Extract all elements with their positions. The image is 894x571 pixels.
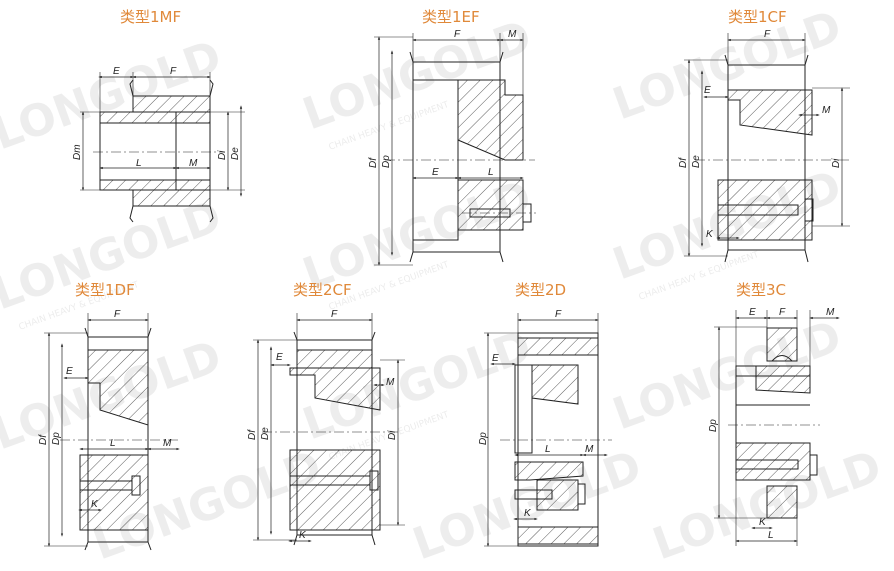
dimension-label: Dp <box>708 419 719 432</box>
drawing-title: 类型2D <box>515 281 566 299</box>
dimension-label: Df <box>38 434 49 445</box>
dimension-label: Df <box>678 157 689 168</box>
dimension-label: K <box>299 530 307 541</box>
dimension-label: E <box>276 352 283 363</box>
drawing-type-2cf: 类型2CF F E M Df De Di K <box>247 281 405 546</box>
drawing-type-1df: 类型1DF F E Df Dp L M K <box>38 281 180 551</box>
drawing-title: 类型1MF <box>120 8 181 26</box>
drawing-title: 类型1EF <box>422 8 480 26</box>
dimension-label: F <box>555 309 562 320</box>
dimension-label: F <box>764 29 771 40</box>
dimension-label: K <box>91 499 99 510</box>
dimension-label: E <box>432 167 439 178</box>
dimension-label: Di <box>217 150 228 160</box>
dimension-label: L <box>545 444 551 455</box>
watermark-text: LONGOLD <box>406 441 648 571</box>
dimension-label: E <box>492 353 499 364</box>
dimension-label: Di <box>831 158 842 168</box>
dimension-label: K <box>524 508 532 519</box>
dimension-label: E <box>749 307 756 318</box>
drawing-type-1mf: 类型1MF E F Dm L M Di De <box>72 8 245 223</box>
drawing-type-1ef: 类型1EF F M Df Dp E L <box>368 8 536 266</box>
dimension-label: Df <box>368 157 379 168</box>
dimension-label: K <box>759 517 767 528</box>
dimension-label: M <box>826 307 835 318</box>
dimension-label: F <box>331 309 338 320</box>
dimension-label: Df <box>247 429 258 440</box>
dimension-label: L <box>110 438 116 449</box>
drawing-type-1cf: 类型1CF F E M Df De Di K <box>678 8 850 263</box>
dimension-label: L <box>768 530 774 541</box>
dimension-label: De <box>260 427 271 440</box>
dimension-label: M <box>386 377 395 388</box>
dimension-label: Dp <box>381 155 392 168</box>
dimension-label: Dp <box>51 432 62 445</box>
dimension-label: F <box>454 29 461 40</box>
dimension-label: F <box>170 66 177 77</box>
drawing-title: 类型1CF <box>728 8 787 26</box>
dimension-label: E <box>113 66 120 77</box>
dimension-label: Di <box>387 430 398 440</box>
drawing-title: 类型1DF <box>75 281 135 299</box>
dimension-label: L <box>136 158 142 169</box>
dimension-label: F <box>779 307 786 318</box>
dimension-label: Dp <box>478 432 489 445</box>
drawing-title: 类型3C <box>736 281 786 299</box>
dimension-label: K <box>706 229 714 240</box>
dimension-label: De <box>691 155 702 168</box>
watermark-text: LONGOLD <box>0 191 228 321</box>
dimension-label: M <box>163 438 172 449</box>
dimension-label: De <box>230 147 241 160</box>
watermark-text: LONGOLD <box>606 311 848 441</box>
drawing-title: 类型2CF <box>293 281 352 299</box>
drawing-type-3c: 类型3C E F M Dp K L <box>708 281 840 546</box>
dimension-label: E <box>704 85 711 96</box>
dimension-label: L <box>488 167 494 178</box>
drawing-type-2d: 类型2D F E Dp L M K <box>478 281 612 547</box>
dimension-label: M <box>822 105 831 116</box>
dimension-label: Dm <box>72 144 83 160</box>
dimension-label: E <box>66 366 73 377</box>
dimension-label: M <box>585 444 594 455</box>
dimension-label: M <box>508 29 517 40</box>
dimension-label: M <box>189 158 198 169</box>
dimension-label: F <box>114 309 121 320</box>
